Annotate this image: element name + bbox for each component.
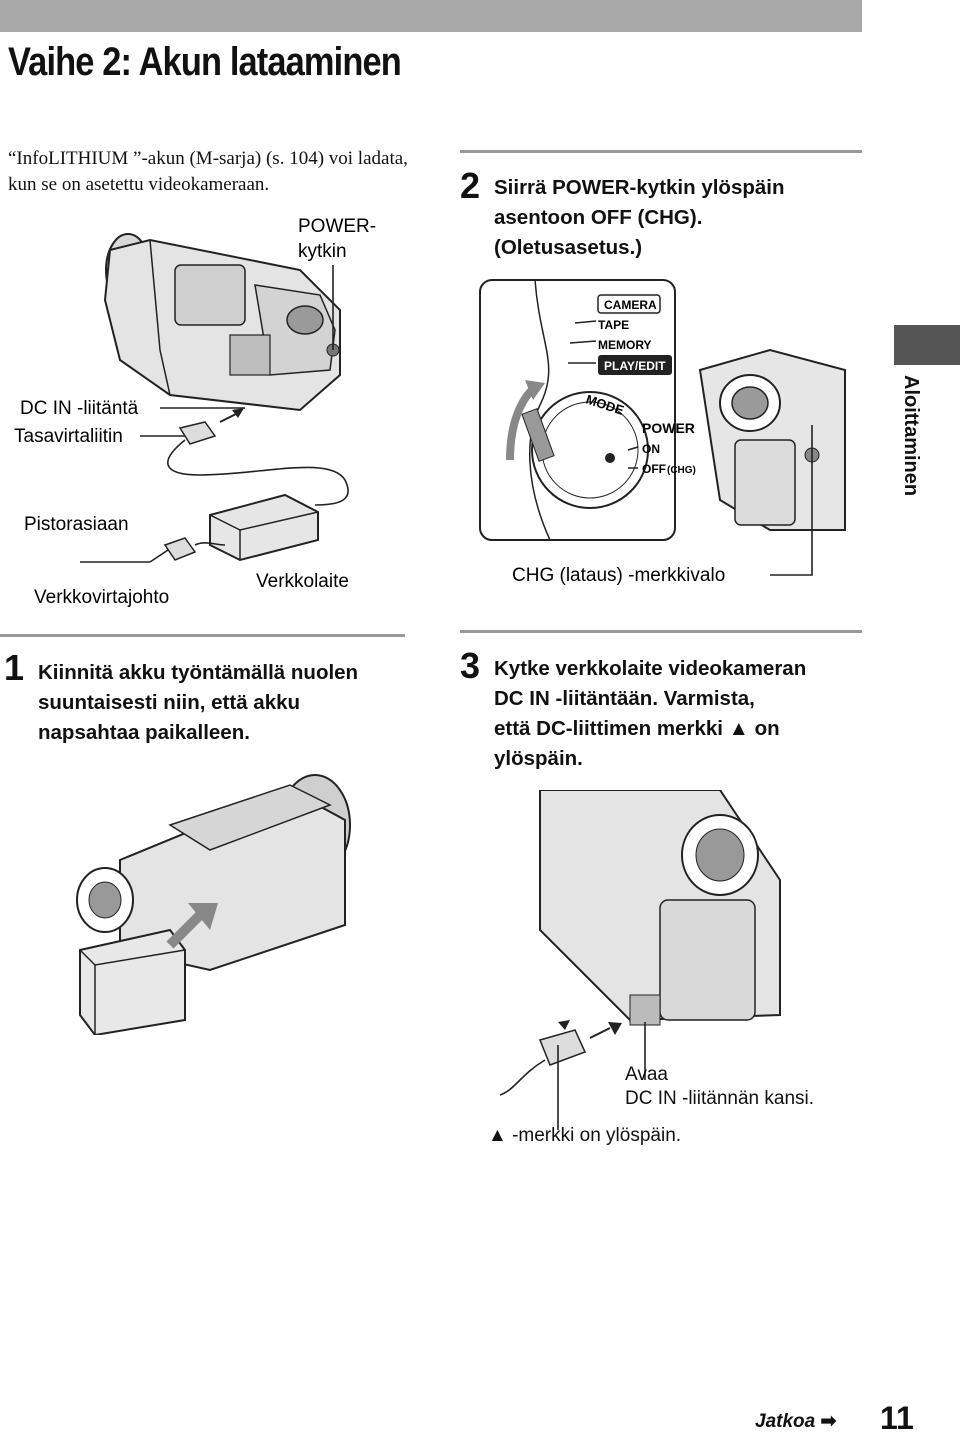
dc-cable	[167, 439, 349, 506]
arrow-right-icon: ➡	[820, 1411, 837, 1432]
step1-number: 1	[4, 647, 25, 688]
chg-lamp-label: CHG (lataus) -merkkivalo	[512, 565, 725, 586]
mode-play-edit: PLAY/EDIT	[604, 359, 666, 373]
camcorder-illustration	[103, 233, 341, 412]
figure-power-switch: CAMERA TAPE MEMORY PLAY/EDIT MODE POWER …	[479, 279, 846, 586]
step3-rule	[460, 630, 862, 633]
section-tab-marker	[894, 325, 960, 365]
power-cord-leader	[149, 549, 169, 563]
power-cord-illustration	[163, 537, 226, 561]
figure-battery-attach	[76, 774, 351, 1035]
step2-text: Siirrä POWER-kytkin ylöspäin asentoon OF…	[494, 176, 785, 259]
page-title: Vaihe 2: Akun lataaminen	[8, 40, 402, 84]
mode-memory: MEMORY	[598, 338, 652, 352]
mode-camera: CAMERA	[604, 298, 657, 312]
step3-text: Kytke verkkolaite videokameran DC IN -li…	[494, 657, 807, 770]
section-tab-label: Aloittaminen	[900, 375, 922, 497]
camcorder-side-illustration	[76, 774, 351, 972]
camcorder-rear-illustration	[539, 790, 781, 1026]
intro-text: “InfoLITHIUM ”-akun (M-sarja) (s. 104) v…	[8, 148, 408, 195]
ac-adaptor-label: Verkkolaite	[256, 571, 349, 592]
ac-adaptor-illustration	[209, 493, 319, 562]
mode-lamps: CAMERA TAPE MEMORY PLAY/EDIT	[568, 294, 672, 375]
continued-link[interactable]: Jatkoa ➡	[755, 1411, 837, 1432]
wall-outlet-label: Pistorasiaan	[24, 514, 129, 535]
dc-plug-connect-illustration	[499, 1020, 622, 1096]
power-label: POWER	[642, 420, 695, 436]
chg-lamp-leader	[770, 425, 813, 576]
open-cover-label: Avaa DC IN -liitännän kansi.	[625, 1064, 815, 1109]
power-switch-label-line2: kytkin	[298, 241, 347, 262]
power-switch-label-line1: POWER-	[298, 216, 376, 237]
figure-camcorder-with-adaptor: POWER- kytkin DC IN -liitäntä Tasavirtal…	[14, 216, 376, 608]
step2-number: 2	[460, 165, 481, 206]
chg-label: (CHG)	[667, 465, 696, 476]
mark-up-label: ▲ -merkki on ylöspäin.	[488, 1125, 682, 1146]
step2-rule	[460, 150, 862, 153]
off-label: OFF	[642, 462, 666, 476]
mode-tape: TAPE	[598, 318, 629, 332]
page-number: 11	[880, 1400, 914, 1436]
power-dial	[531, 391, 649, 509]
on-label: ON	[642, 442, 660, 456]
step1-text: Kiinnitä akku työntämällä nuolen suuntai…	[38, 661, 359, 744]
camcorder-back-illustration	[698, 348, 846, 531]
battery-illustration	[79, 928, 186, 1035]
dc-plug-illustration	[178, 408, 244, 445]
dc-plug-label: Tasavirtaliitin	[14, 426, 123, 447]
insert-arrow	[166, 911, 204, 949]
header-bar	[0, 0, 862, 32]
figure-connect-dc-plug	[499, 790, 781, 1130]
step1-rule	[0, 634, 405, 637]
dc-in-jack-label: DC IN -liitäntä	[20, 398, 139, 419]
step3-number: 3	[460, 645, 481, 686]
power-cord-label: Verkkovirtajohto	[34, 587, 169, 608]
